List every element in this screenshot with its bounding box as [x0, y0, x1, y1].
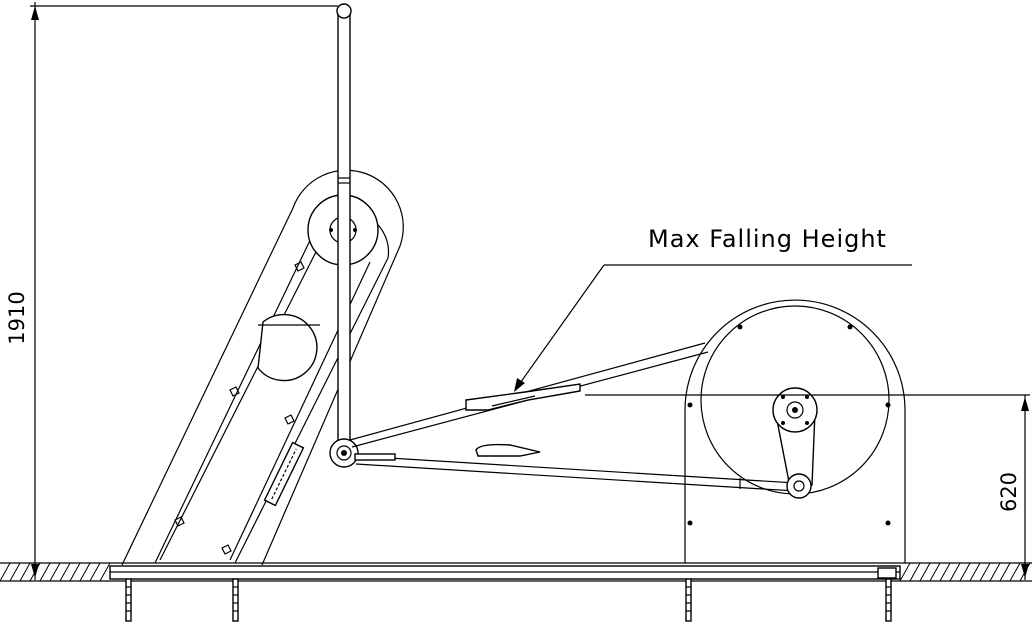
- step-height-label: 620: [997, 472, 1021, 512]
- max-falling-height-callout: Max Falling Height: [514, 225, 912, 392]
- ground-hatch-left: [0, 562, 111, 582]
- flywheel-housing: [684, 299, 906, 563]
- ground: [0, 562, 1032, 582]
- ground-hatch-right: [899, 562, 1031, 582]
- max-falling-height-label: Max Falling Height: [648, 225, 887, 253]
- anchor-bolts: [125, 578, 892, 622]
- base-plate: [109, 565, 901, 580]
- pedal-arms: [349, 342, 797, 492]
- handle-pole: [329, 3, 359, 468]
- overall-height-label: 1910: [5, 291, 29, 344]
- dimension-step-height: 620: [585, 394, 1030, 580]
- inclined-column: [121, 169, 404, 566]
- dimension-overall-height: 1910: [5, 2, 338, 580]
